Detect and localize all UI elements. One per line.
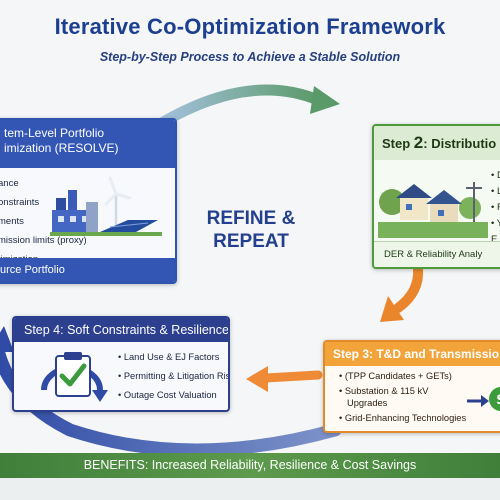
arrow-head-return — [0, 326, 14, 352]
resilience-checklist-icon — [41, 352, 108, 402]
step4-list: • Land Use & EJ Factors • Permitting & L… — [118, 348, 230, 405]
step1-item: mission limits (proxy) — [0, 235, 87, 246]
step1-heading-line1: tem-Level Portfolio — [4, 126, 105, 140]
arrow-head-right — [380, 296, 404, 322]
arrow-step3-to-step4 — [261, 370, 323, 383]
step1-item: ments — [0, 216, 24, 227]
svg-text:$: $ — [496, 392, 500, 408]
step2-heading: Step 2: Distributio — [374, 126, 500, 160]
step2-list: • DE • L • F • Y E — [491, 168, 500, 248]
step3-heading: Step 3: T&D and Transmissio — [325, 342, 500, 366]
step2-item: • Y — [491, 218, 500, 229]
step4-item: • Outage Cost Valuation — [118, 390, 217, 400]
arrow-head-top — [310, 86, 340, 114]
step2-footer: DER & Reliability Analy — [374, 241, 500, 267]
page-subtitle: Step-by-Step Process to Achieve a Stable… — [99, 50, 401, 64]
arrow-head-middle — [246, 366, 268, 392]
step1-item: onstraints — [0, 197, 40, 208]
step1-item: ance — [0, 178, 19, 189]
step2-heading-label: Step — [382, 136, 411, 151]
step1-card: tem-Level Portfolio imization (RESOLVE) … — [0, 118, 177, 284]
refine-line1: REFINE & — [206, 208, 296, 229]
step2-item: E — [491, 234, 498, 245]
power-plant-icon — [50, 176, 162, 236]
step4-item: • Land Use & EJ Factors — [118, 352, 220, 362]
step2-heading-name: : Distributio — [423, 136, 497, 151]
step3-item: • (TPP Candidates + GETs) — [339, 371, 452, 381]
step3-card: Step 3: T&D and Transmissio • (TPP Candi… — [323, 340, 500, 433]
step2-item: • L — [491, 186, 500, 197]
refine-line2: REPEAT — [213, 231, 289, 252]
benefits-banner: BENEFITS: Increased Reliability, Resilie… — [0, 453, 500, 478]
step2-item: • DE — [491, 170, 500, 181]
step1-footer: urce Portfolio — [0, 258, 175, 282]
step3-item: Upgrades — [347, 398, 388, 408]
step4-heading: Step 4: Soft Constraints & Resilience — [14, 318, 228, 342]
step2-number: 2 — [413, 133, 424, 152]
bottom-strip — [0, 478, 500, 500]
step1-heading: tem-Level Portfolio imization (RESOLVE) — [0, 120, 175, 168]
refine-repeat-label: REFINE & REPEAT — [196, 207, 306, 253]
step4-card: Step 4: Soft Constraints & Resilience • … — [12, 316, 230, 412]
page-title: Iterative Co-Optimization Framework — [54, 14, 446, 39]
arrow-step2-to-step3 — [393, 263, 424, 313]
arrow-step1-to-step2 — [144, 84, 324, 136]
step1-heading-line2: imization (RESOLVE) — [4, 141, 119, 155]
step4-item: • Permitting & Litigation Risks — [118, 371, 230, 381]
cost-savings-icon: $ — [467, 387, 500, 411]
step3-item: • Substation & 115 kV — [339, 386, 429, 396]
step2-card: Step 2: Distributio • DE • L • F • Y E D… — [372, 124, 500, 269]
houses-solar-icon — [378, 182, 488, 238]
step3-item: • Grid-Enhancing Technologies — [339, 413, 467, 423]
step3-list: • (TPP Candidates + GETs) • Substation &… — [339, 370, 466, 424]
step2-item: • F — [491, 202, 500, 213]
